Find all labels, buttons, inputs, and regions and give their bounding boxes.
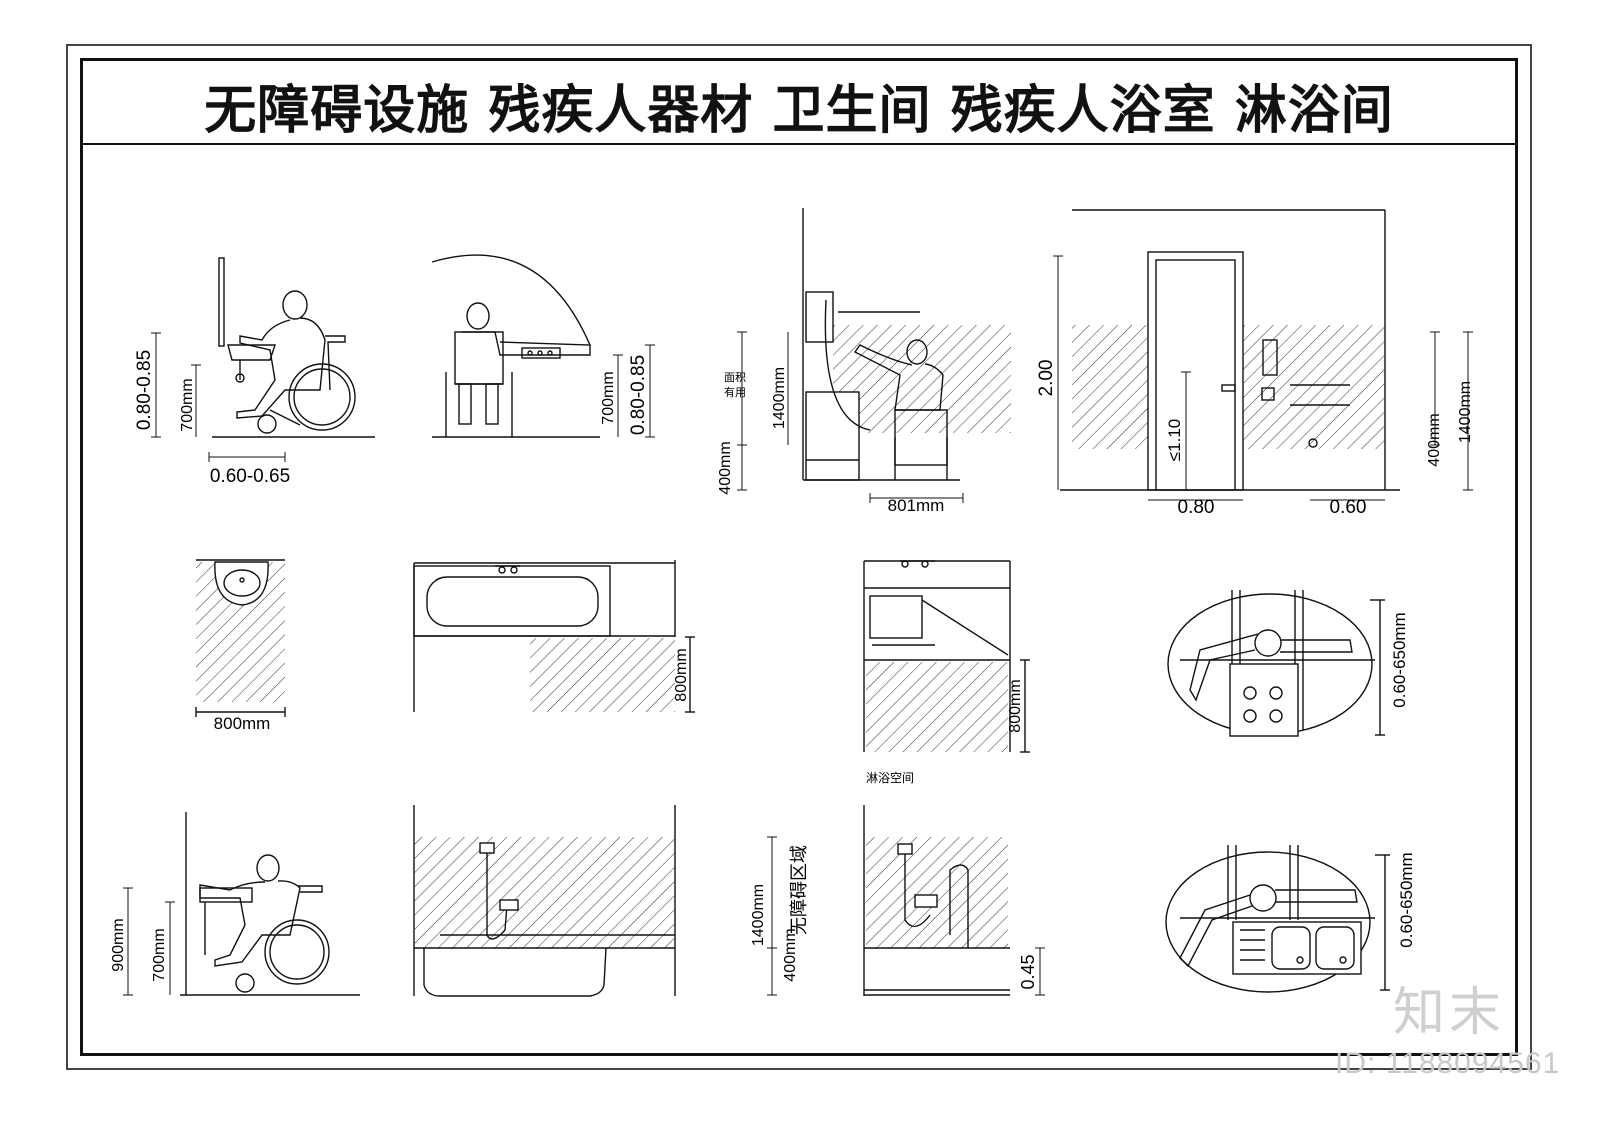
barrier-free-zone-label: 无障碍区域 [789,845,809,935]
shower-1400-label: 1400mm [750,884,767,946]
shower-space-label: 淋浴空间 [866,771,914,785]
tub-plan [413,560,695,713]
low-basin-dims [123,887,175,996]
id-label: ID: 1188094561 [1335,1047,1561,1080]
reach-height-label: 0.80-0.85 [628,355,649,435]
low-basin-900-label: 900mm [110,918,127,971]
reach-dims [613,344,655,438]
reach-700-label: 700mm [600,371,617,424]
shower-elevation [863,805,1010,996]
basin-width-label: 0.60-0.65 [210,466,290,487]
low-basin-elevation [180,812,360,996]
outer-frame [66,44,1532,1070]
door-section [1060,209,1400,491]
basin-700-label: 700mm [179,378,196,431]
shower-400-label: 400mm [782,928,799,981]
drawing-title: 无障碍设施 残疾人器材 卫生间 残疾人浴室 淋浴间 [204,81,1394,141]
wall-1400-label: 1400mm [771,367,788,429]
shower-045-label: 0.45 [1018,954,1038,989]
reach-rear-view [431,254,600,438]
title-band [83,61,1515,145]
basin-plan [195,559,286,717]
shower-plan [863,560,1030,753]
wall-reach-dims [737,331,964,503]
stove-reach-label: 0.60-650mm [1390,612,1409,707]
sink-reach-label: 0.60-650mm [1397,852,1416,947]
sink-plan [1165,845,1390,993]
brand-watermark: 知末 [1393,983,1506,1043]
plan-basin-800-label: 800mm [214,714,271,733]
plan-tub-800-label: 800mm [673,648,690,701]
right-400-label: 400mm [1426,413,1443,466]
door-110-label: ≤1.10 [1165,419,1184,461]
tub-elevation [413,805,676,997]
area-note-2: 有用 [724,385,746,399]
wall-801-label: 801mm [888,496,945,515]
basin-elevation-wheelchair [212,257,375,438]
door-060-label: 0.60 [1330,497,1367,518]
inner-frame [80,58,1518,1056]
right-1400-label: 1400mm [1457,381,1474,443]
area-note-1: 面积 [724,371,746,384]
door-080-label: 0.80 [1178,497,1215,518]
basin-elevation-dims [151,332,286,462]
low-basin-700-label: 700mm [151,928,168,981]
plan-shower-800-label: 800mm [1007,679,1024,732]
stove-plan [1167,590,1385,737]
shower-dims [767,836,1045,996]
door-200-label: 2.00 [1036,360,1057,397]
wall-400-label: 400mm [717,441,734,494]
door-dims [1053,255,1473,501]
basin-height-label: 0.80-0.85 [134,350,155,430]
wall-reach-section [802,208,1011,481]
